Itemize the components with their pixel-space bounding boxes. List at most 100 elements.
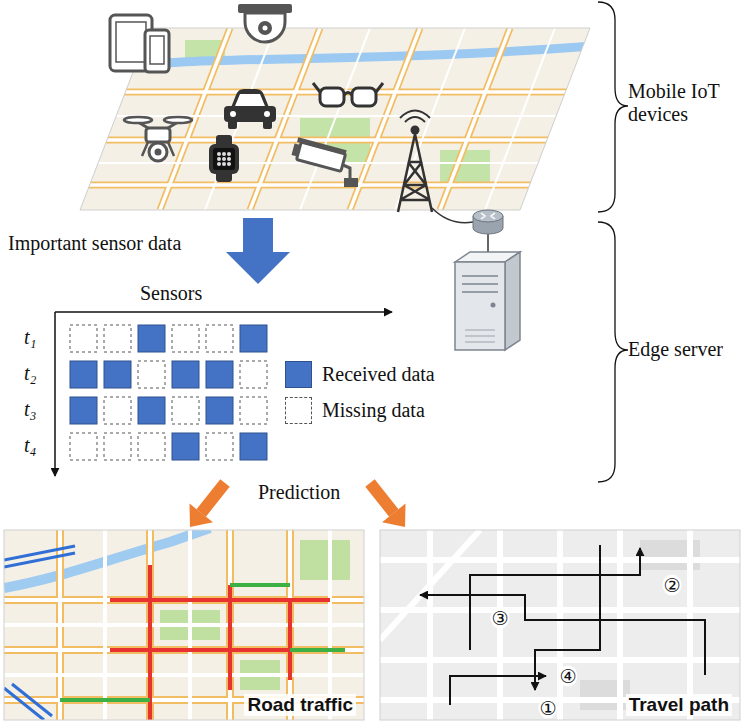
drone-icon xyxy=(164,117,192,123)
arrow-shaft xyxy=(370,483,394,513)
travel-path-map xyxy=(617,530,623,720)
data-matrix xyxy=(206,325,233,352)
glasses-icon xyxy=(344,93,352,96)
road-traffic-map xyxy=(228,530,232,720)
road-traffic-map xyxy=(288,600,292,680)
cell-tower-icon xyxy=(411,126,420,135)
travel-path-map xyxy=(535,545,600,690)
tablet-phone-icon xyxy=(150,36,164,64)
travel-path-map xyxy=(557,530,563,720)
city-map xyxy=(485,28,555,210)
glasses-icon xyxy=(352,88,376,106)
server-icon xyxy=(505,252,520,350)
tablet-phone-icon xyxy=(110,15,169,72)
cctv-camera-icon xyxy=(297,137,347,155)
glasses-icon xyxy=(313,83,383,92)
tablet-phone-icon xyxy=(145,30,169,72)
city-map xyxy=(60,20,620,220)
road-traffic-map xyxy=(230,583,290,587)
cell-tower-icon xyxy=(398,111,432,213)
cell-tower-icon xyxy=(400,111,430,123)
router-icon xyxy=(473,210,503,234)
group-label: Edge server xyxy=(628,338,723,361)
map-panel: Travel path xyxy=(380,530,740,720)
data-matrix xyxy=(70,325,267,460)
cctv-camera-icon xyxy=(291,137,347,172)
data-matrix xyxy=(240,397,267,424)
panel-title: Road traffic xyxy=(244,694,356,716)
data-matrix xyxy=(206,361,233,388)
server-icon xyxy=(465,330,495,342)
arrow-shaft xyxy=(201,483,225,513)
panel-frame xyxy=(4,530,364,720)
road-traffic-map xyxy=(103,530,107,720)
dome-camera-icon xyxy=(258,21,272,35)
smartwatch-icon xyxy=(209,144,239,174)
city-map xyxy=(60,183,620,187)
road-traffic-map xyxy=(110,648,290,652)
data-matrix xyxy=(240,325,267,352)
router-icon xyxy=(481,213,495,219)
server-icon xyxy=(491,303,496,308)
travel-path-map xyxy=(420,595,705,675)
city-map xyxy=(440,150,490,185)
smartwatch-icon xyxy=(227,162,231,166)
road-traffic-map xyxy=(60,585,345,700)
smartwatch-icon xyxy=(222,157,226,161)
road-traffic-map xyxy=(148,530,152,720)
road-traffic-map xyxy=(300,540,350,580)
data-matrix xyxy=(70,361,97,388)
data-matrix xyxy=(206,397,233,424)
road-traffic-map xyxy=(4,623,364,627)
travel-path-map xyxy=(380,530,740,720)
city-map xyxy=(60,28,620,210)
data-matrix xyxy=(172,397,199,424)
matrix-axis xyxy=(54,312,56,476)
road-traffic-map xyxy=(4,530,364,720)
data-matrix xyxy=(172,361,199,388)
data-matrix xyxy=(70,325,97,352)
city-map xyxy=(300,28,370,210)
road-traffic-map xyxy=(4,553,75,567)
city-map xyxy=(60,20,620,220)
travel-path-map xyxy=(687,530,693,720)
road-traffic-map xyxy=(110,598,330,602)
time-label: t₂ xyxy=(24,362,37,385)
car-icon xyxy=(264,111,270,117)
legend-text: Received data xyxy=(322,363,435,386)
road-traffic-map xyxy=(4,546,75,720)
smartwatch-icon xyxy=(216,135,232,182)
bracket xyxy=(598,2,628,212)
cctv-camera-icon xyxy=(291,137,358,187)
dome-camera-icon xyxy=(245,13,285,42)
road-traffic-map xyxy=(60,698,150,702)
drone-icon xyxy=(155,149,162,156)
map-panel: Road traffic xyxy=(4,530,364,720)
data-matrix xyxy=(104,361,131,388)
bracket xyxy=(598,222,628,482)
callout-number: ① xyxy=(538,698,557,719)
city-map xyxy=(60,182,620,189)
data-matrix xyxy=(138,361,165,388)
smartwatch-icon xyxy=(217,157,221,161)
data-matrix xyxy=(104,433,131,460)
smartwatch-icon xyxy=(217,152,221,156)
prediction-arrow xyxy=(370,483,406,527)
legend-swatch xyxy=(285,361,312,388)
travel-path-map xyxy=(380,530,480,640)
city-map xyxy=(440,28,510,210)
road-traffic-map xyxy=(288,530,292,720)
cell-tower-icon xyxy=(398,134,432,212)
arrow-head xyxy=(189,504,212,527)
car-icon xyxy=(228,120,237,129)
drone-icon xyxy=(124,117,152,123)
city-map xyxy=(60,28,620,210)
upload-arrow xyxy=(226,218,290,284)
data-matrix xyxy=(104,325,131,352)
router-icon xyxy=(473,210,503,222)
smartwatch-icon xyxy=(209,135,239,182)
road-traffic-map xyxy=(4,530,364,720)
smartwatch-icon xyxy=(227,152,231,156)
callout-number: ④ xyxy=(558,666,577,687)
